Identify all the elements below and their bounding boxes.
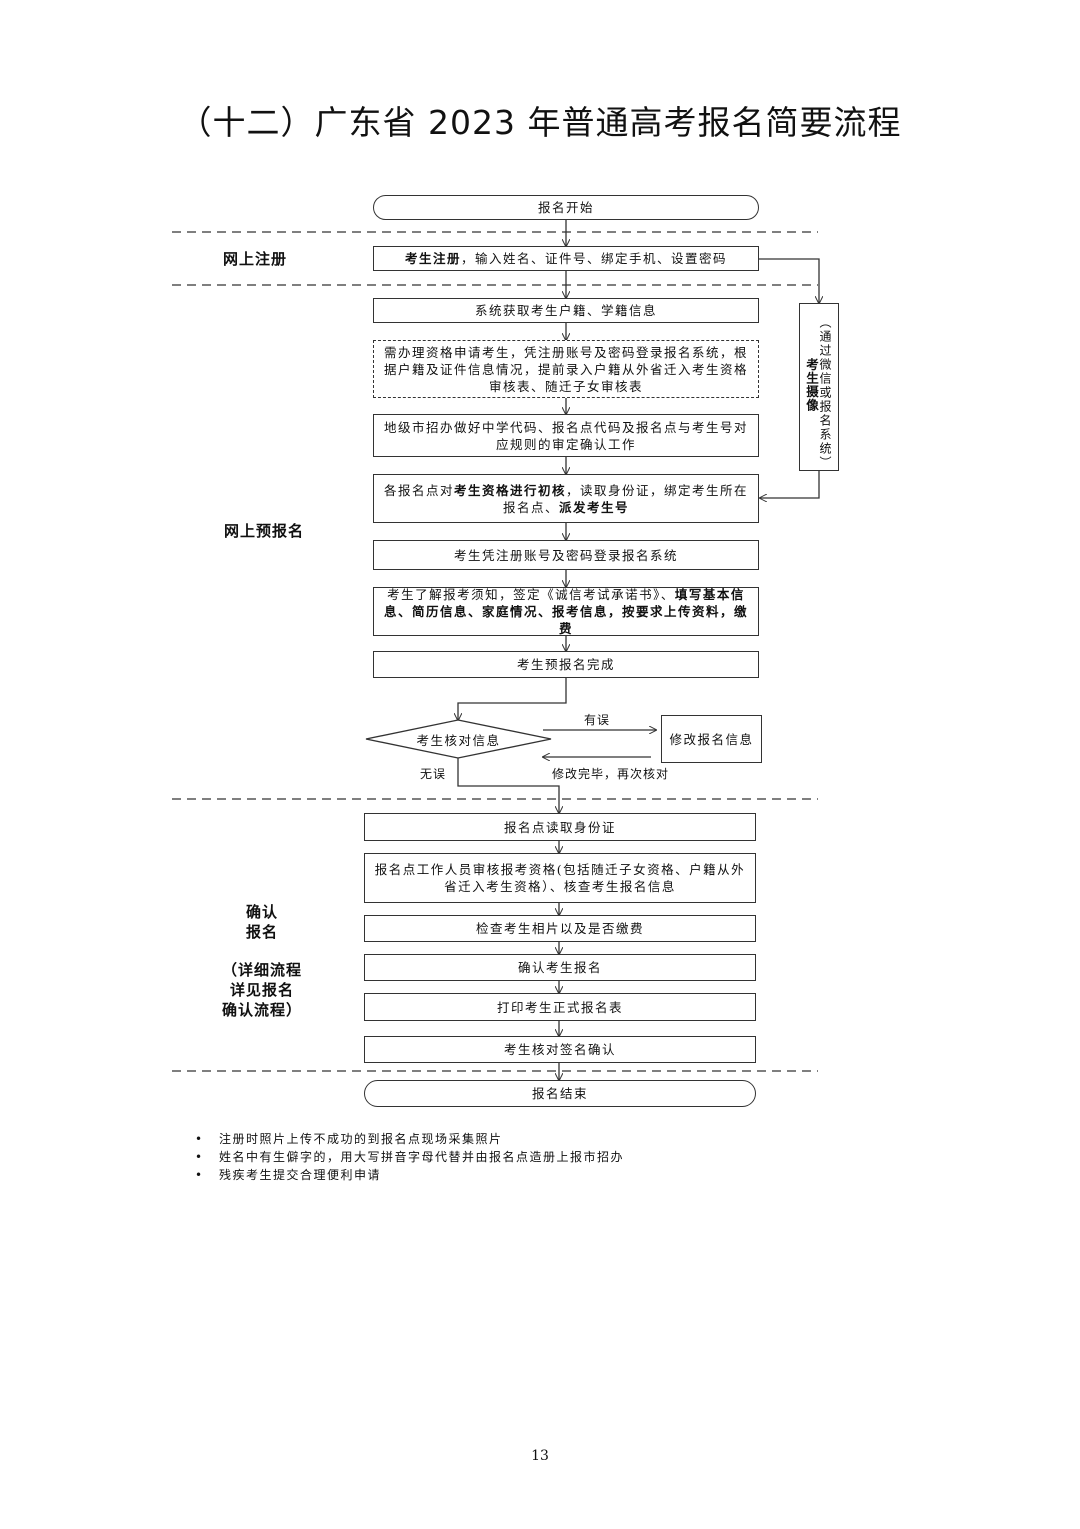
step-fill-b: 填写基本信息、简历信息、家庭情况、报考信息，按要求上传资料，缴费 (383, 587, 748, 636)
step-photo-check: 检查考生相片以及是否缴费 (364, 915, 756, 942)
note-text: 姓名中有生僻字的，用大写拼音字母代替并由报名点造册上报市招办 (219, 1150, 625, 1164)
step-confirm: 确认考生报名 (364, 954, 756, 981)
step-fetch-info: 系统获取考生户籍、学籍信息 (373, 298, 759, 323)
section-confirm-line2: 报名 (245, 923, 278, 941)
bullet-icon: • (195, 1150, 204, 1164)
section-confirm-line1: 确认 (245, 903, 278, 921)
section-confirm-detail: （详细流程 详见报名 确认流程） (202, 960, 322, 1020)
step-start: 报名开始 (373, 195, 759, 220)
step-register-bold: 考生注册 (404, 251, 461, 266)
step-initial-check: 各报名点对考生资格进行初核，读取身份证，绑定考生所在报名点、派发考生号 (373, 474, 759, 523)
section-online-register: 网上注册 (222, 250, 287, 268)
section-confirm-title: 确认 报名 (222, 902, 302, 942)
step-register: 考生注册，输入姓名、证件号、绑定手机、设置密码 (373, 246, 759, 271)
step-pre-done: 考生预报名完成 (373, 651, 759, 678)
side-camera-bold: 考生摄像 (804, 358, 819, 412)
section-detail-line3: 确认流程） (221, 1001, 302, 1019)
step-initial-b: 考生资格进行初核 (453, 482, 566, 498)
step-read-id: 报名点读取身份证 (364, 813, 756, 841)
note-item: • 姓名中有生僻字的，用大写拼音字母代替并由报名点造册上报市招办 (195, 1148, 624, 1166)
label-recheck: 修改完毕，再次核对 (552, 767, 670, 781)
step-sign: 考生核对签名确认 (364, 1036, 756, 1063)
label-no-error: 无误 (420, 767, 447, 781)
section-online-preregister: 网上预报名 (223, 522, 304, 540)
side-camera-text: （通过微信或报名系统） (818, 316, 832, 470)
label-error: 有误 (584, 713, 611, 727)
step-end: 报名结束 (364, 1080, 756, 1107)
step-qualification: 需办理资格申请考生，凭注册账号及密码登录报名系统，根据户籍及证件信息情况，提前录… (373, 340, 759, 398)
decision-check-info: 考生核对信息 (416, 733, 501, 748)
step-print: 打印考生正式报名表 (364, 993, 756, 1021)
step-fill-info: 考生了解报考须知，签定《诚信考试承诺书》、填写基本信息、简历信息、家庭情况、报考… (373, 587, 759, 636)
bullet-icon: • (195, 1132, 204, 1146)
step-initial-d: 派发考生号 (559, 499, 630, 515)
step-review: 报名点工作人员审核报考资格(包括随迁子女资格、户籍从外省迁入考生资格）、核查考生… (364, 853, 756, 903)
note-item: • 注册时照片上传不成功的到报名点现场采集照片 (195, 1130, 624, 1148)
section-detail-line1: （详细流程 (221, 961, 302, 979)
step-initial-a: 各报名点对 (383, 482, 454, 498)
section-detail-line2: 详见报名 (229, 981, 294, 999)
step-register-text: ，输入姓名、证件号、绑定手机、设置密码 (461, 251, 728, 266)
step-modify-info: 修改报名信息 (661, 715, 762, 763)
note-text: 注册时照片上传不成功的到报名点现场采集照片 (219, 1132, 503, 1146)
side-camera-box (799, 303, 839, 471)
step-fill-a: 考生了解报考须知，签定《诚信考试承诺书》、 (387, 587, 675, 602)
bullet-icon: • (195, 1168, 204, 1182)
notes-list: • 注册时照片上传不成功的到报名点现场采集照片 • 姓名中有生僻字的，用大写拼音字母… (195, 1130, 624, 1184)
step-initial-c: ，读取身份证，绑定考生所在报名点、 (502, 482, 749, 515)
page-title: （十二）广东省 2023 年普通高考报名简要流程 (178, 103, 902, 142)
step-login: 考生凭注册账号及密码登录报名系统 (373, 540, 759, 570)
step-city-office: 地级市招办做好中学代码、报名点代码及报名点与考生号对应规则的审定确认工作 (373, 414, 759, 457)
note-text: 残疾考生提交合理便利申请 (219, 1168, 382, 1182)
note-item: • 残疾考生提交合理便利申请 (195, 1166, 624, 1184)
page-number: 13 (531, 1448, 549, 1464)
